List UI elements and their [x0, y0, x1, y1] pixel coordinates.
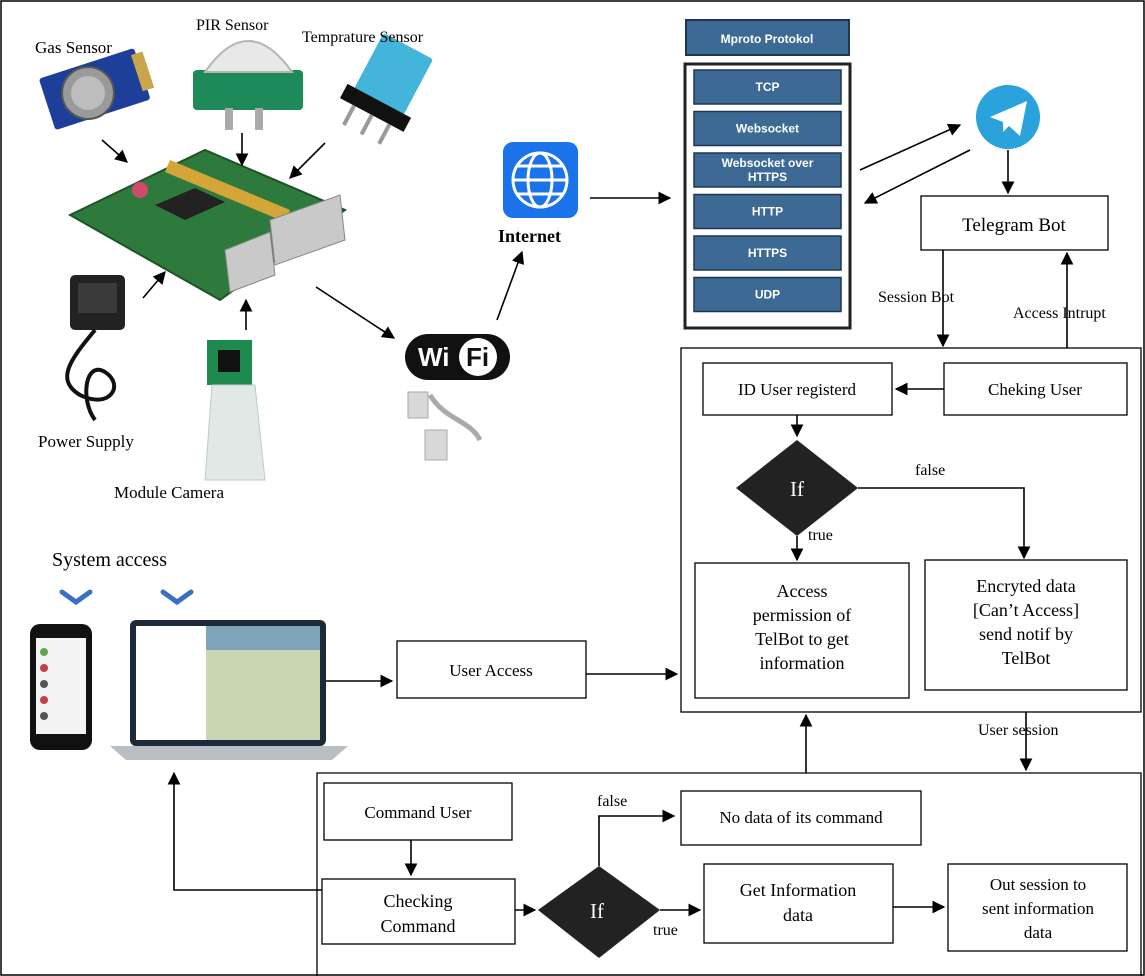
checking-user-label: Cheking User: [988, 380, 1082, 399]
user-access-box: [396, 640, 587, 699]
out-session-line-1: Out session to: [990, 875, 1086, 894]
chevron-down-icon: [59, 589, 93, 606]
encrypted-data-box: [924, 559, 1128, 691]
protocol-layer-label: HTTPS: [748, 170, 787, 184]
temperature-sensor-label: Temprature Sensor: [302, 29, 424, 46]
access-interrupt-label: Access Intrupt: [1013, 305, 1106, 322]
access-permission-line-3: TelBot to get: [755, 629, 849, 649]
telegram-bot-label: Telegram Bot: [962, 215, 1066, 236]
protocol-layer-box: [693, 110, 842, 147]
telegram-bot-box: [920, 195, 1109, 251]
checking-command-line-2: Command: [381, 916, 456, 936]
protocol-layer-label: HTTPS: [748, 246, 787, 260]
arrow-temp-to-board: [289, 142, 326, 179]
power-supply-icon: [65, 275, 125, 422]
svg-text:Fi: Fi: [466, 342, 489, 372]
protocol-layer-label: TCP: [756, 80, 780, 94]
protocol-layer-box: [693, 69, 842, 105]
get-info-line-2: data: [783, 905, 813, 925]
out-session-box: [947, 863, 1128, 952]
auth-false-label: false: [915, 462, 945, 479]
out-session-line-3: data: [1024, 923, 1053, 942]
telegram-icon: [976, 85, 1040, 149]
command-flow-frame: [316, 772, 1142, 976]
internet-label: Internet: [498, 226, 561, 246]
laptop-icon: [110, 620, 348, 760]
protocol-layer-label: HTTP: [752, 205, 783, 219]
svg-text:Wi: Wi: [418, 342, 450, 372]
pir-sensor-label: PIR Sensor: [196, 17, 269, 34]
no-data-box: [680, 790, 922, 846]
protocol-layer-box: [693, 193, 842, 230]
gas-sensor-label: Gas Sensor: [35, 38, 112, 57]
encrypted-line-2: [Can’t Access]: [973, 600, 1079, 620]
session-bot-label: Session Bot: [878, 289, 955, 306]
arrow-checking-to-laptop: [167, 771, 322, 891]
protocol-layer-box: [693, 235, 842, 271]
access-permission-line-2: permission of: [753, 605, 852, 625]
arrow-gas-to-board: [101, 139, 128, 163]
checking-user-box: [943, 362, 1128, 416]
access-permission-line-1: Access: [777, 581, 828, 601]
system-access-title: System access: [52, 549, 167, 571]
command-decision-label: If: [590, 899, 604, 923]
temperature-sensor-icon: [340, 34, 433, 145]
out-session-line-2: sent information: [982, 899, 1094, 918]
protocol-title-box: [685, 19, 850, 56]
encrypted-line-1: Encryted data: [976, 576, 1075, 596]
no-data-label: No data of its command: [719, 808, 883, 827]
auth-decision-diamond: [736, 440, 858, 536]
auth-decision-label: If: [790, 477, 804, 501]
ethernet-cable-icon: [407, 391, 483, 461]
get-information-box: [703, 863, 894, 944]
user-access-label: User Access: [449, 661, 533, 680]
protocol-title: Mproto Protokol: [721, 32, 814, 46]
command-user-box: [323, 782, 513, 841]
command-user-label: Command User: [364, 803, 472, 822]
raspberry-pi-board-icon: [67, 148, 348, 302]
smartphone-icon: [30, 624, 92, 750]
chevron-down-icon: [160, 589, 194, 606]
arrow-power-to-board: [142, 271, 166, 299]
command-decision-diamond: [538, 866, 660, 958]
access-permission-line-4: information: [760, 653, 845, 673]
id-registered-box: [702, 362, 893, 416]
power-supply-label: Power Supply: [38, 432, 134, 451]
protocol-layer-box: [693, 152, 842, 188]
arrow-board-to-wifi: [315, 286, 396, 339]
arrow-command-false: [598, 809, 676, 866]
protocol-layer-label: Websocket: [736, 122, 799, 136]
arrow-auth-false: [858, 487, 1031, 560]
command-false-label: false: [597, 793, 627, 810]
auth-true-label: true: [808, 527, 833, 544]
protocol-layer-label: UDP: [755, 288, 780, 302]
internet-globe-icon: [503, 142, 578, 218]
id-registered-label: ID User registerd: [738, 380, 857, 399]
encrypted-line-3: send notif by: [979, 624, 1073, 644]
get-info-line-1: Get Information: [740, 880, 856, 900]
encrypted-line-4: TelBot: [1002, 648, 1051, 668]
access-permission-box: [694, 562, 910, 699]
checking-command-line-1: Checking: [384, 891, 453, 911]
protocol-layer-box: [693, 276, 842, 313]
command-true-label: true: [653, 922, 678, 939]
gas-sensor-icon: [39, 48, 155, 130]
module-camera-label: Module Camera: [114, 483, 224, 502]
arrow-telegram-to-protocol: [863, 149, 971, 204]
user-session-label: User session: [978, 722, 1058, 739]
checking-command-box: [321, 878, 516, 945]
wifi-icon: Wi Fi: [405, 334, 510, 380]
arrow-protocol-to-telegram: [859, 123, 962, 171]
module-camera-icon: [204, 340, 266, 481]
pir-sensor-icon: [193, 40, 303, 130]
protocol-layer-label: Websocket over: [722, 156, 814, 170]
arrow-wifi-to-internet: [496, 250, 525, 321]
